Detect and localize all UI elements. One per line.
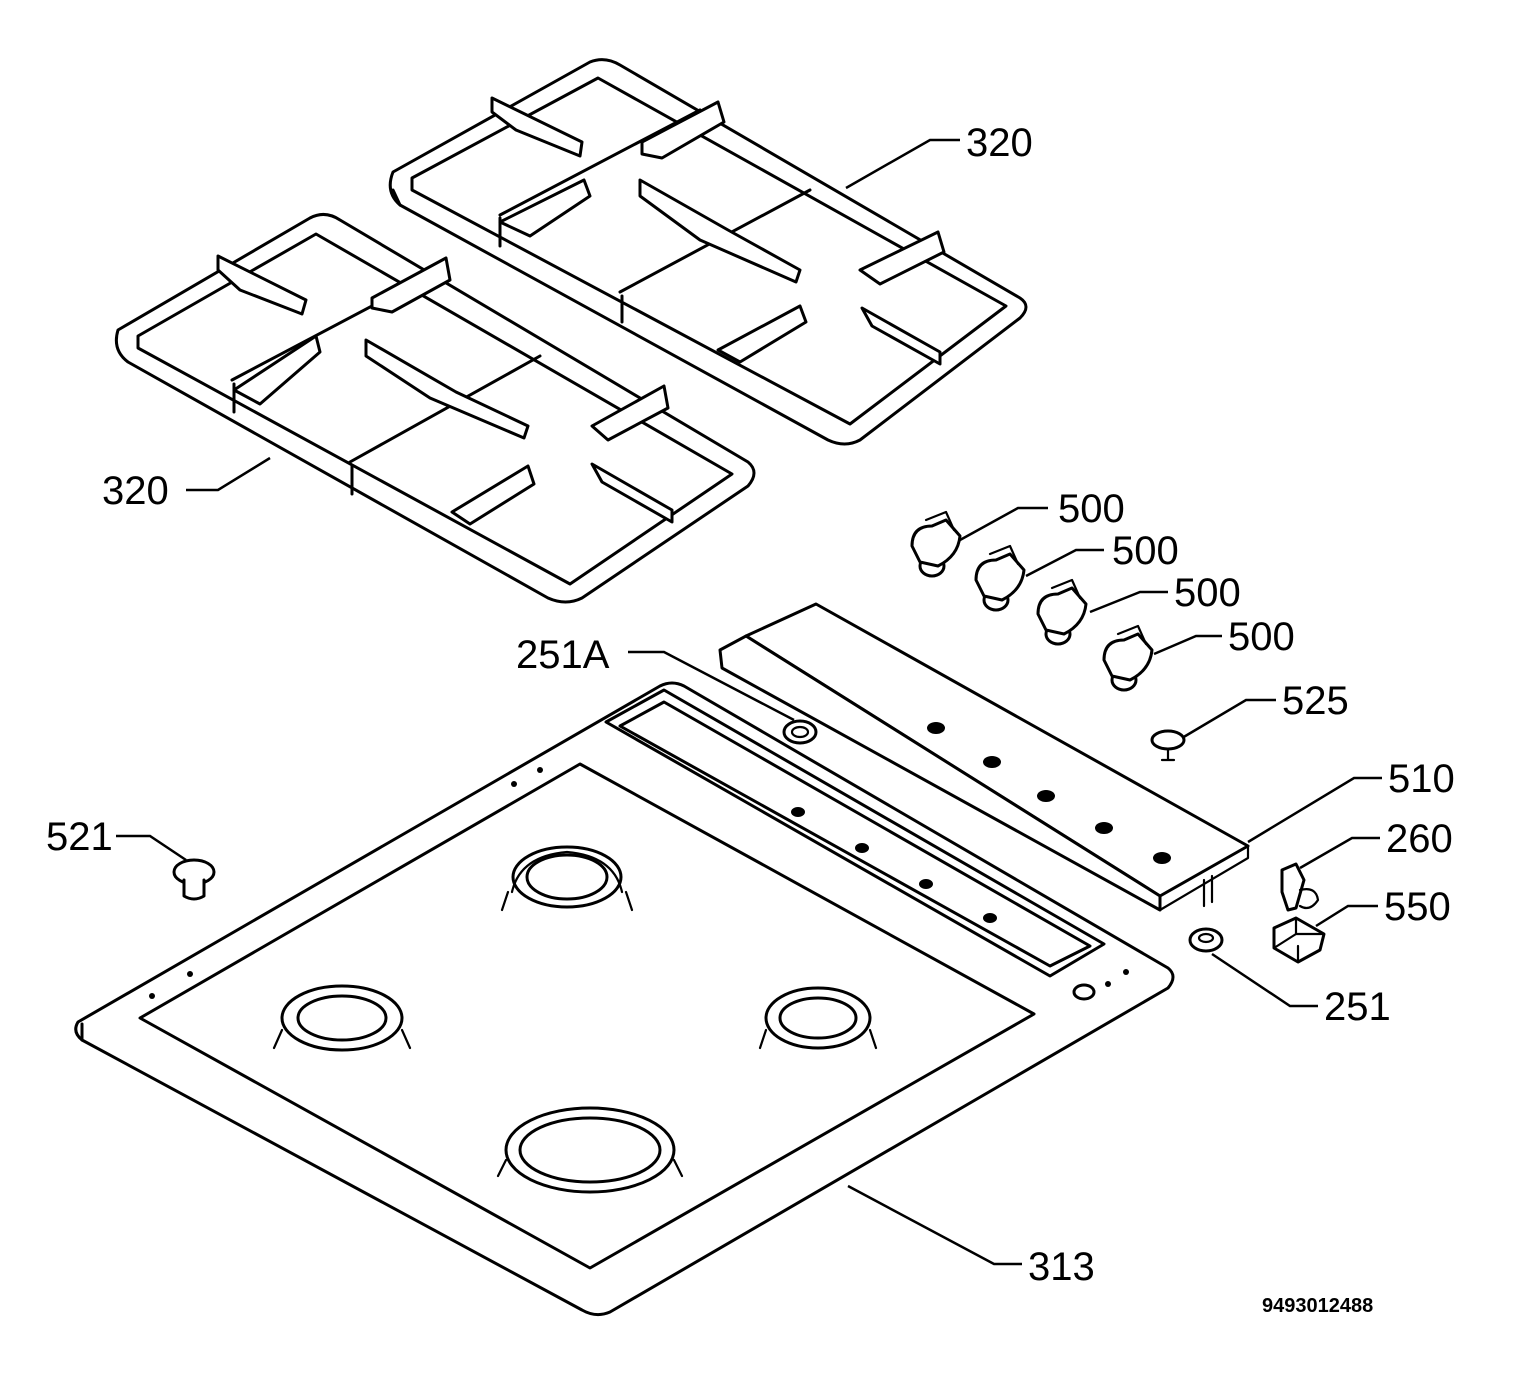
callout-550: 550 (1384, 885, 1451, 929)
hob-top-plate (74, 681, 1175, 1317)
foot-521 (172, 858, 216, 901)
leader-lines (116, 138, 1382, 1266)
plug-251 (1188, 927, 1224, 953)
control-knob-1 (910, 510, 962, 578)
control-panel-fascia (718, 602, 1250, 912)
callout-251a: 251A (516, 633, 610, 677)
callout-500-3: 500 (1174, 571, 1241, 615)
callout-500-2: 500 (1112, 529, 1179, 573)
callout-500-1: 500 (1058, 487, 1125, 531)
callout-525: 525 (1282, 679, 1349, 723)
callout-320-back: 320 (966, 121, 1033, 165)
callout-500-4: 500 (1228, 615, 1295, 659)
callout-313: 313 (1028, 1245, 1095, 1289)
switch-550 (1272, 916, 1326, 964)
part-260 (1280, 862, 1320, 912)
control-knob-4 (1102, 624, 1154, 692)
callout-251: 251 (1324, 985, 1391, 1029)
drawing-code: 9493012488 (1262, 1295, 1373, 1317)
callout-320-front: 320 (102, 469, 169, 513)
callout-510: 510 (1388, 757, 1455, 801)
pan-support-grate-front (114, 213, 756, 604)
callout-260: 260 (1386, 817, 1453, 861)
control-knob-3 (1036, 578, 1088, 646)
pan-support-grate-back (388, 58, 1028, 446)
callout-521: 521 (46, 815, 113, 859)
cap-525 (1150, 729, 1186, 762)
control-knob-2 (974, 544, 1026, 612)
